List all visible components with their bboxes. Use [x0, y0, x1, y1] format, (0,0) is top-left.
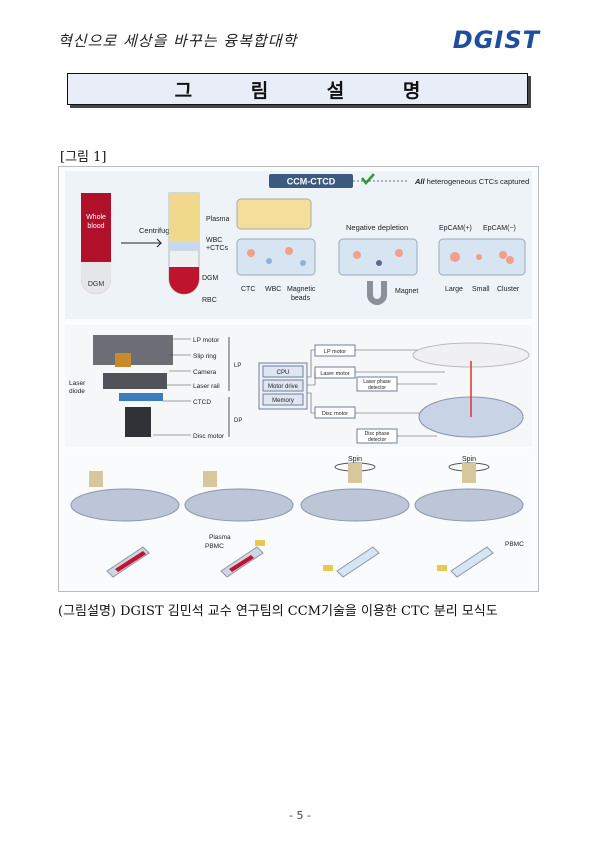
cluster-ctc	[499, 251, 507, 259]
small-label: Small	[472, 286, 490, 293]
wbc-layer	[169, 241, 199, 251]
ctcd-label: CTCD	[193, 399, 211, 406]
small-ctc	[476, 254, 482, 260]
disc-motor-box-label: Disc motor	[322, 411, 348, 417]
page-title: 그 림 설 명	[149, 76, 447, 103]
figure-image: CCM-CTCD All heterogeneous CTCs captured…	[58, 166, 539, 592]
large-label: Large	[445, 286, 463, 293]
lp-bracket-label: LP	[234, 363, 241, 369]
plasma-bottom-label: Plasma	[209, 534, 231, 541]
dgm-label: DGM	[88, 281, 105, 288]
lp-motor-box-label: LP motor	[324, 349, 346, 355]
epcam-pos-label: EpCAM(+)	[439, 225, 472, 232]
cluster-label: Cluster	[497, 286, 520, 293]
large-ctc	[450, 252, 460, 262]
ctc-cell	[247, 249, 255, 257]
magnetic-beads-label-2: beads	[291, 295, 311, 302]
epcam-neg-label: EpCAM(−)	[483, 225, 516, 232]
laser-diode-label-1: Laser	[69, 380, 86, 387]
disc-phase-label-2: detector	[368, 437, 386, 443]
dgist-logo: DGIST	[453, 26, 540, 54]
captured-text: All heterogeneous CTCs captured	[414, 177, 529, 186]
spin-label-2: Spin	[462, 456, 476, 463]
slip-ring-part	[115, 353, 131, 367]
laser-motor-box-label: Laser motor	[320, 371, 350, 377]
page-number: - 5 -	[0, 809, 600, 822]
plasma-chamber	[237, 199, 311, 229]
plasma-layer	[169, 193, 199, 241]
negative-depletion-label: Negative depletion	[346, 223, 408, 232]
laser-rail-label: Laser rail	[193, 383, 220, 390]
captured-rest: heterogeneous CTCs captured	[425, 177, 530, 186]
dp-bracket-label: DP	[234, 418, 242, 424]
ctc-label: CTC	[241, 286, 255, 293]
laser-phase-label-2: detector	[368, 385, 386, 391]
dgm2-label: DGM	[202, 275, 219, 282]
plasma-label: Plasma	[206, 216, 229, 223]
rbc-label: RBC	[202, 297, 217, 304]
figure-label: [그림 1]	[60, 146, 106, 165]
ctc-cell	[395, 249, 403, 257]
depletion-chamber	[339, 239, 417, 275]
lp-motor-housing	[93, 335, 173, 365]
motor-drive-label: Motor drive	[268, 384, 299, 390]
wbc-cell	[300, 260, 306, 266]
magnetic-beads-label-1: Magnetic	[287, 286, 316, 293]
ccm-ctcd-text: CCM-CTCD	[287, 177, 336, 187]
ctc-separation-schematic: CCM-CTCD All heterogeneous CTCs captured…	[59, 167, 538, 591]
ctc-cell	[353, 251, 361, 259]
spin-label-1: Spin	[348, 456, 362, 463]
ctc-cell	[285, 247, 293, 255]
figure-caption: (그림설명) DGIST 김민석 교수 연구팀의 CCM기술을 이용한 CTC …	[58, 599, 542, 625]
whole-blood-label-2: blood	[87, 223, 104, 230]
disc-motor-part	[125, 407, 151, 437]
dgm-layer	[81, 262, 111, 294]
memory-label: Memory	[272, 398, 294, 404]
whole-blood-label-1: Whole	[86, 214, 106, 221]
wbc-chamber	[237, 239, 315, 275]
lp-motor-label: LP motor	[193, 337, 220, 344]
wbc-ctcs-label-2: +CTCs	[206, 245, 228, 252]
pbmc-label-1: PBMC	[205, 543, 224, 550]
disc-motor-label: Disc motor	[193, 433, 225, 440]
wbc-label: WBC	[265, 286, 281, 293]
ctcd-disc	[119, 393, 163, 401]
camera-label: Camera	[193, 369, 217, 376]
cpu-label: CPU	[277, 370, 290, 376]
cluster-ctc	[506, 256, 514, 264]
camera-part	[103, 373, 167, 389]
bead	[376, 260, 382, 266]
laser-diode-label-2: diode	[69, 388, 85, 395]
title-box: 그 림 설 명	[67, 73, 528, 105]
header-slogan: 혁신으로 세상을 바꾸는 융복합대학	[58, 30, 297, 51]
wbc-ctcs-label-1: WBC	[206, 237, 222, 244]
wbc-cell	[266, 258, 272, 264]
slip-ring-label: Slip ring	[193, 353, 217, 360]
magnet-label: Magnet	[395, 288, 418, 295]
pbmc-label-2: PBMC	[505, 541, 524, 548]
